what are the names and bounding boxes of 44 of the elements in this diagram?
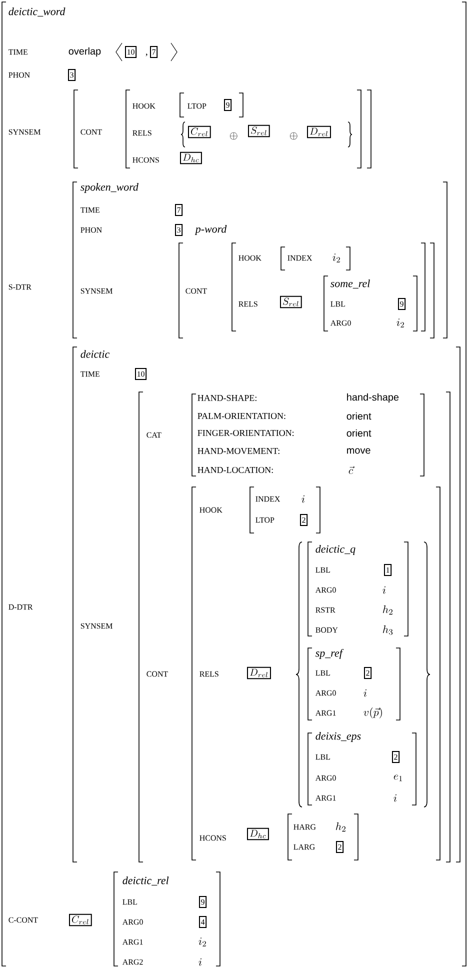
feature-value: $\oplus$ [230, 132, 238, 140]
feature-value: hand-shape [347, 393, 399, 403]
tag-box: $C_{rel}$ [69, 914, 92, 926]
type-label: deictic_rel [122, 876, 169, 886]
type-label: some_rel [330, 280, 370, 288]
tag-box: $D_{rel}$ [307, 126, 331, 138]
feature-value: $i$ [364, 689, 367, 697]
type-label: p-word [194, 225, 227, 235]
feature-value: overlap [68, 47, 101, 57]
type-label: deictic_word [8, 8, 66, 16]
feature-value: $e_1$ [394, 774, 402, 782]
separator-comma: , [146, 54, 148, 56]
feature-value: $h_3$ [382, 625, 393, 635]
feature-value: orient [346, 412, 372, 420]
feature-name: HAND-MOVEMENT: [198, 448, 280, 454]
feature-value: $i$ [382, 586, 386, 594]
feature-value: $i$ [394, 794, 397, 802]
tag-box: $S_{rel}$ [248, 124, 270, 138]
type-label: deictic [80, 350, 110, 358]
feature-value: move [347, 448, 370, 454]
feature-value: $\oplus$ [290, 132, 298, 140]
feature-value: $v(\vec{p})$ [364, 708, 382, 718]
feature-value: $\vec{c}$ [348, 466, 355, 474]
type-label: deictic_q [316, 545, 356, 555]
type-label: sp_ref [316, 648, 344, 659]
tag-box: $D_{hc}$ [247, 828, 269, 840]
feature-name: HAND-SHAPE: [198, 394, 256, 402]
feature-name: HAND-LOCATION: [198, 466, 273, 474]
type-label: deixis_eps [316, 732, 361, 742]
type-label: spoken_word [80, 183, 138, 193]
feature-value: $i$ [302, 495, 305, 503]
feature-value: $h_2$ [336, 822, 346, 832]
feature-value: $h_2$ [382, 605, 392, 615]
tag-box: $S_{rel}$ [280, 296, 302, 308]
feature-value: $i_2$ [198, 938, 206, 946]
feature-value: $i$ [198, 958, 202, 966]
feature-name: FINGER-ORIENTATION: [198, 430, 294, 436]
feature-name: PALM-ORIENTATION: [198, 412, 286, 420]
feature-value: orient [346, 429, 372, 437]
feature-value: $i_2$ [396, 318, 404, 328]
tag-box: $D_{rel}$ [247, 666, 271, 680]
feature-value: $i_2$ [332, 254, 340, 262]
tag-box: $C_{rel}$ [188, 126, 211, 138]
tag-box: $D_{hc}$ [180, 152, 202, 164]
